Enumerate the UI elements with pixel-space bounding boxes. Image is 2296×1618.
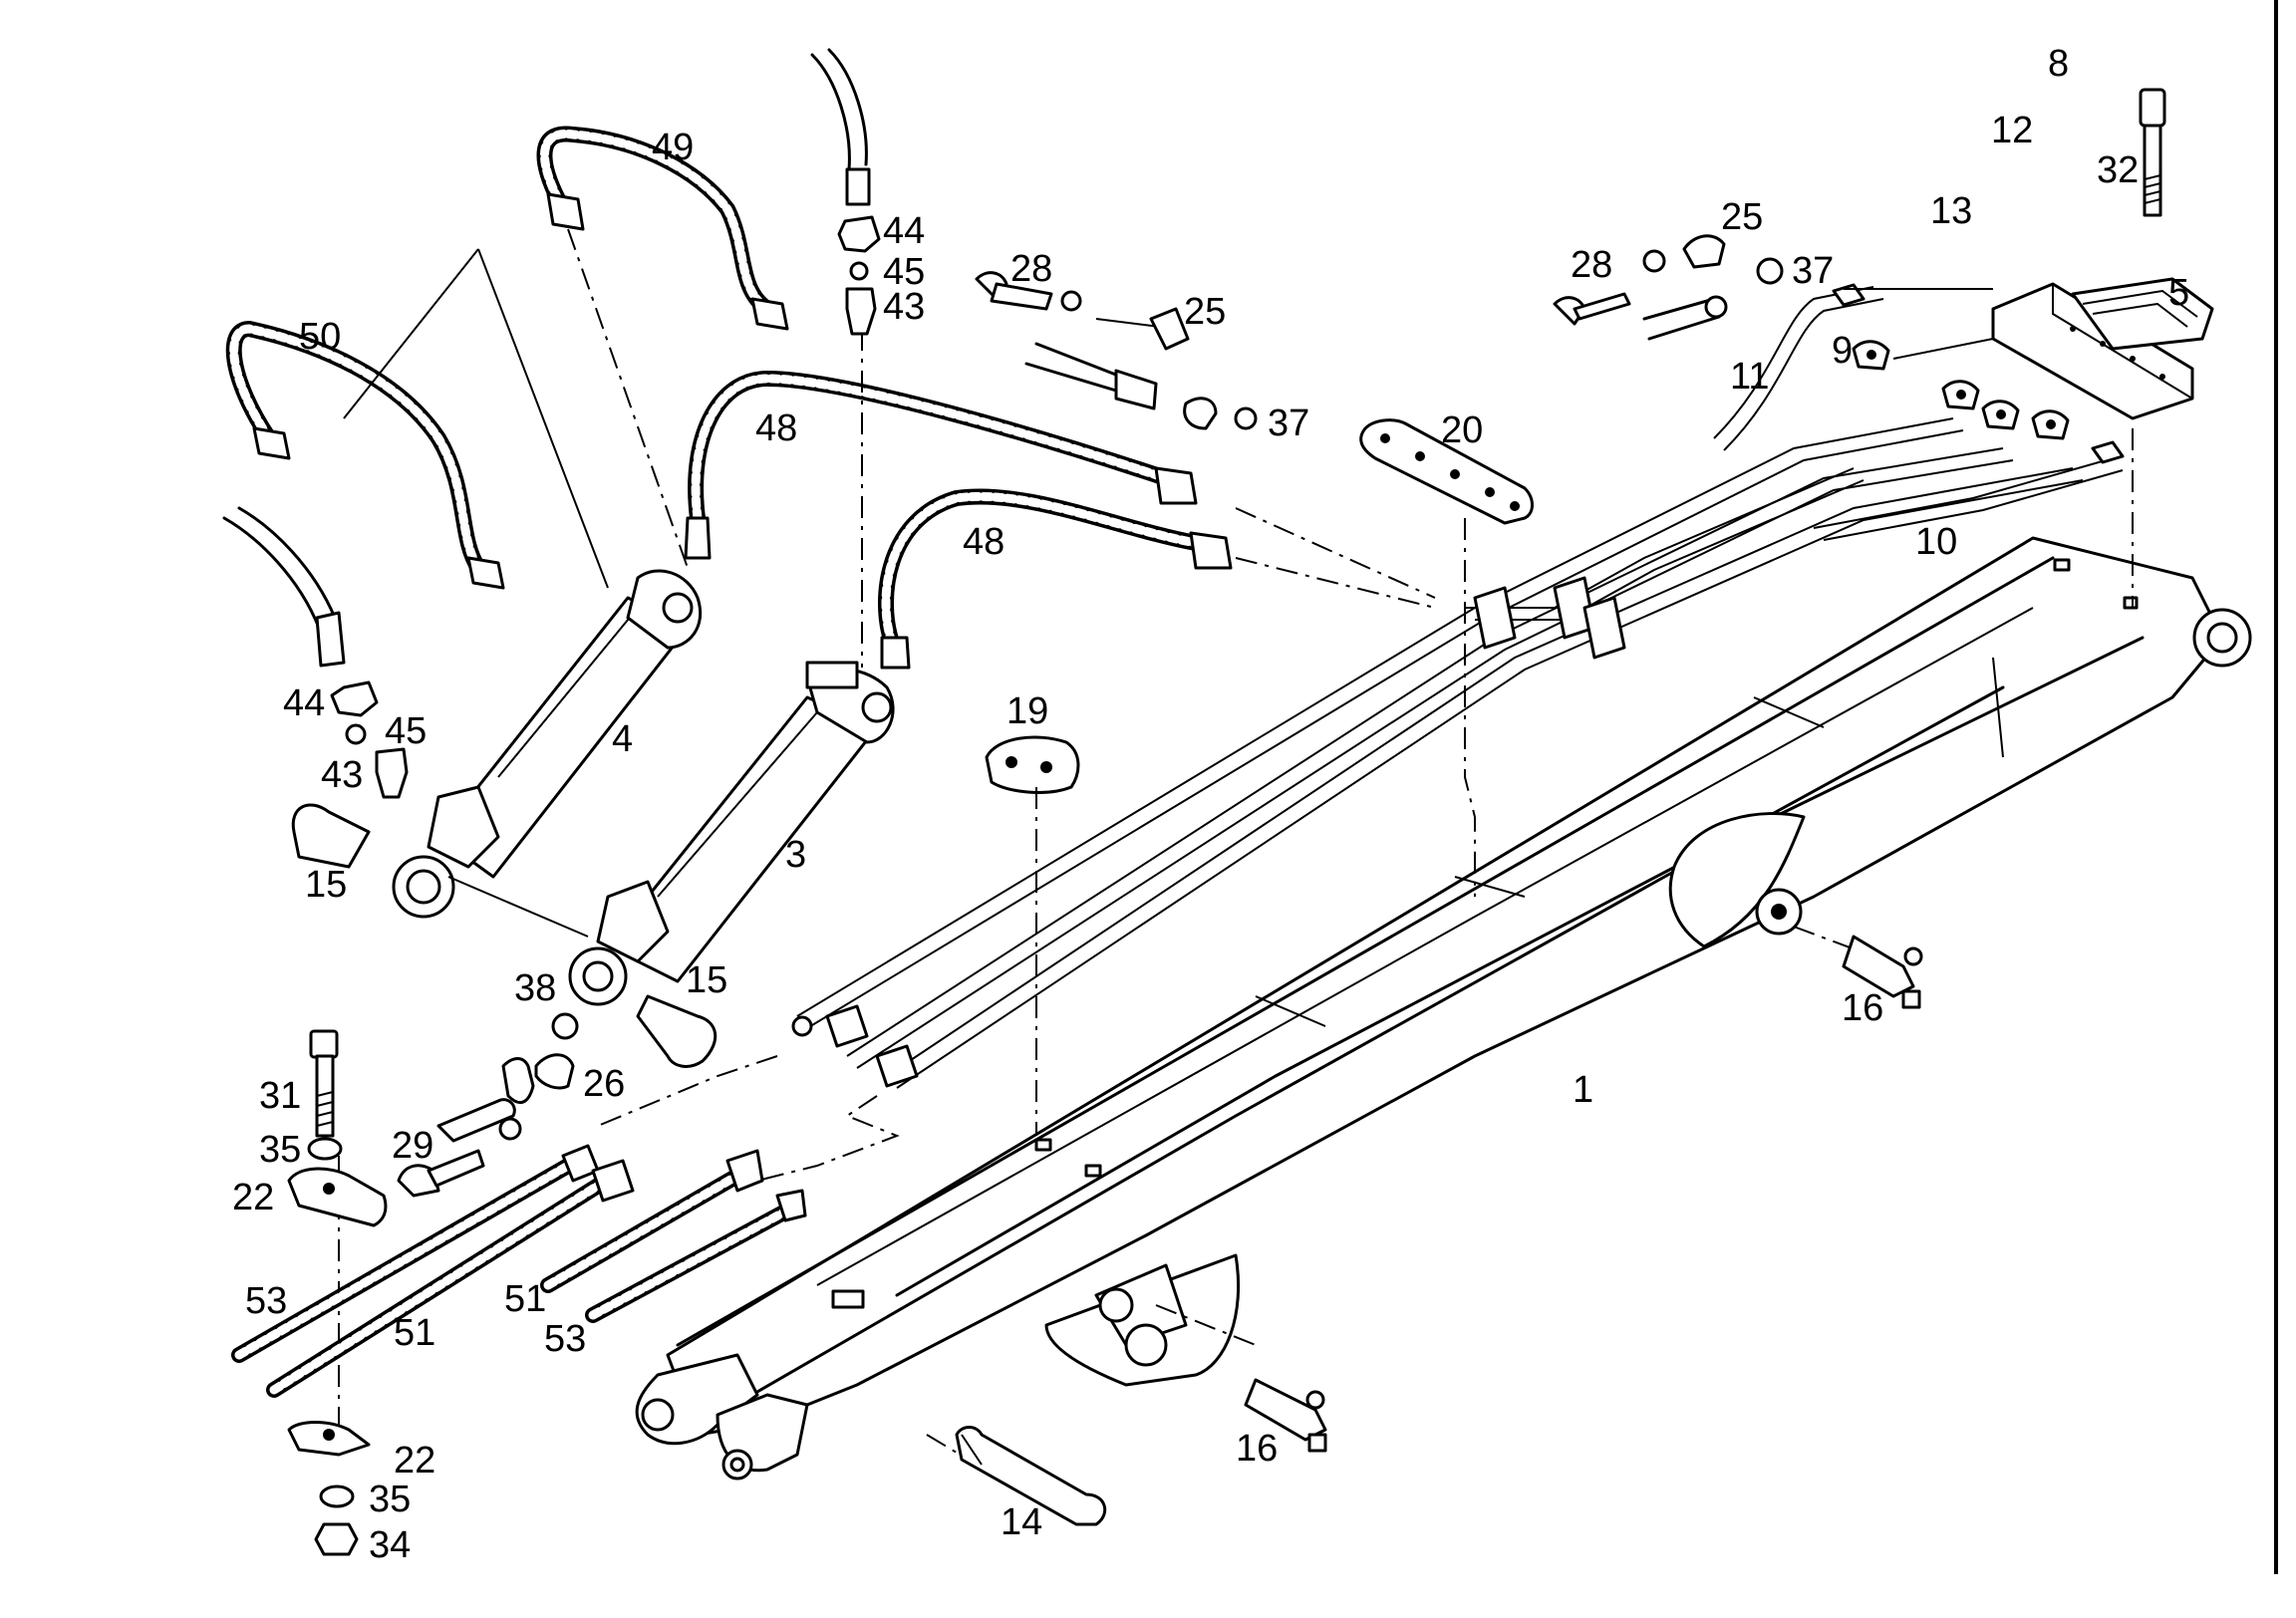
part-label-28-left: 28 — [1010, 248, 1052, 290]
part-label-15-lower: 15 — [686, 959, 727, 1001]
part-label-20: 20 — [1441, 409, 1483, 451]
hardware-lower-left — [287, 1012, 579, 1556]
part-label-22-upper: 22 — [232, 1177, 274, 1218]
part-label-8: 8 — [2048, 43, 2069, 85]
part-label-9: 9 — [1832, 330, 1853, 372]
part-label-44-left: 44 — [283, 682, 325, 724]
part-label-48-lower: 48 — [963, 521, 1004, 563]
part-label-50: 50 — [299, 316, 341, 358]
part-label-49: 49 — [652, 127, 694, 168]
tube-bundle — [791, 286, 2124, 1089]
part-label-28-right: 28 — [1571, 244, 1612, 286]
part-label-14: 14 — [1001, 1501, 1042, 1543]
pipe-clamps — [1832, 283, 2125, 464]
part-label-26: 26 — [583, 1063, 625, 1105]
part-label-53-right: 53 — [544, 1318, 586, 1360]
clamp-bar — [1359, 418, 1534, 525]
part-label-4: 4 — [612, 718, 633, 760]
part-label-1: 1 — [1573, 1069, 1593, 1111]
part-label-25-right: 25 — [1721, 196, 1763, 238]
part-label-19: 19 — [1006, 690, 1048, 732]
part-label-10: 10 — [1915, 521, 1957, 563]
hoses-51-53 — [231, 1144, 807, 1398]
part-label-51-left: 51 — [394, 1312, 435, 1354]
pin-14 — [955, 1426, 1107, 1526]
part-label-43-center: 43 — [883, 286, 925, 328]
part-label-5: 5 — [2168, 272, 2189, 314]
hoses-48 — [684, 370, 1436, 670]
pin-15-lower — [636, 994, 718, 1068]
part-label-45-center: 45 — [883, 251, 925, 293]
part-label-16-right: 16 — [1842, 987, 1883, 1029]
bolt-28-right — [1553, 234, 1784, 341]
part-label-31: 31 — [259, 1075, 301, 1117]
bolt-28-left — [975, 271, 1258, 430]
pin-16-left — [1244, 1378, 1327, 1453]
manifold-block — [1991, 88, 2214, 420]
pin-16-right — [1842, 935, 1923, 1009]
part-label-11: 11 — [1730, 356, 1769, 398]
part-label-53-left: 53 — [245, 1280, 287, 1322]
hydraulic-cylinder-4 — [392, 569, 703, 919]
hose-50 — [225, 320, 505, 590]
part-label-16-left: 16 — [1236, 1428, 1278, 1470]
part-label-51-right: 51 — [504, 1278, 546, 1320]
fitting-stack-left — [222, 506, 409, 799]
part-label-43-left: 43 — [321, 754, 363, 796]
part-label-22-lower: 22 — [394, 1440, 435, 1482]
part-label-35-upper: 35 — [259, 1129, 301, 1171]
part-labels: 1 3 4 5 8 9 10 11 12 13 14 15 15 16 16 1… — [232, 43, 2189, 1566]
boom-arm — [635, 536, 2252, 1481]
part-label-15-upper: 15 — [305, 864, 347, 906]
hydraulic-cylinder-3 — [568, 661, 895, 1006]
part-label-38: 38 — [514, 967, 556, 1009]
part-label-45-left: 45 — [385, 710, 427, 752]
part-label-37-left: 37 — [1268, 403, 1309, 444]
part-label-13: 13 — [1930, 190, 1972, 232]
part-label-48-upper: 48 — [755, 407, 797, 449]
part-label-35-lower: 35 — [369, 1479, 411, 1520]
part-label-32: 32 — [2097, 149, 2139, 191]
part-label-25-left: 25 — [1184, 291, 1226, 333]
leader-lines — [338, 228, 2134, 1466]
part-label-44-center: 44 — [883, 210, 925, 252]
fitting-stack-center — [810, 48, 881, 336]
part-label-29: 29 — [392, 1125, 433, 1167]
clamp-block-19 — [985, 735, 1080, 794]
hose-49 — [536, 126, 789, 331]
part-label-3: 3 — [785, 834, 806, 876]
pin-15-upper — [291, 803, 371, 869]
part-label-34: 34 — [369, 1524, 411, 1566]
part-label-37-right: 37 — [1792, 250, 1834, 292]
part-label-12: 12 — [1991, 110, 2033, 151]
